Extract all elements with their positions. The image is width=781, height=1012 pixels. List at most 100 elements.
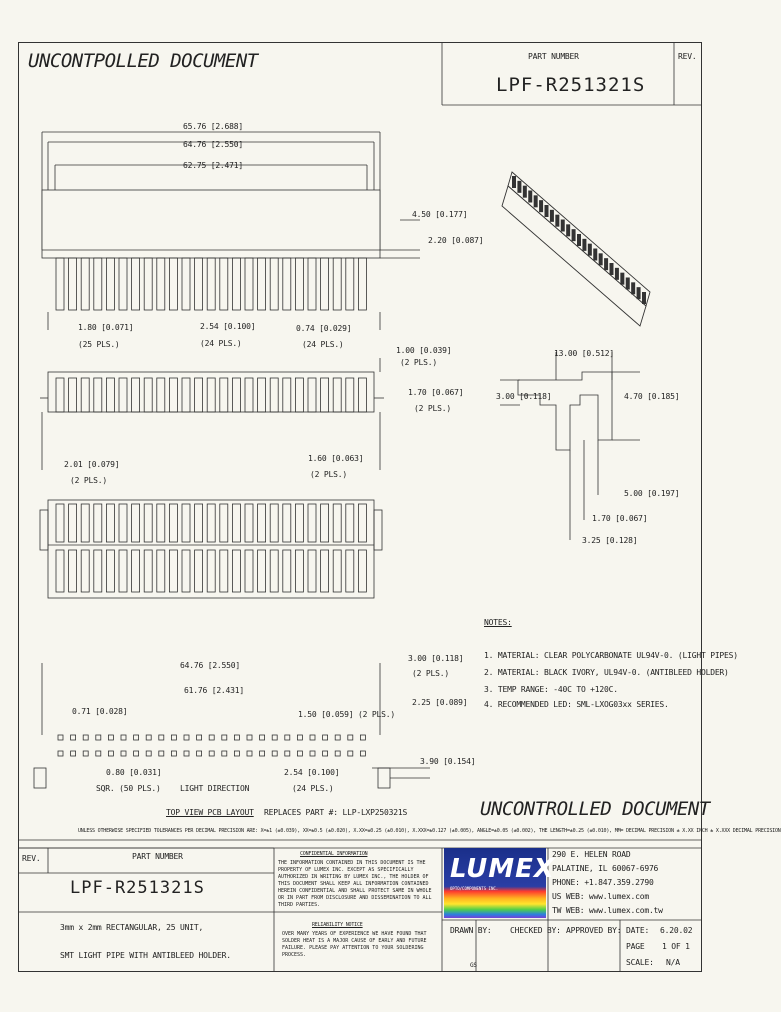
lumex-logo: LUMEX OPTO/COMPONENTS INC. [444, 848, 554, 918]
dim-front-side: 1.70 [0.067] [408, 388, 464, 397]
iso-light-pipe [544, 205, 549, 217]
light-pipe-lead [143, 257, 153, 311]
pcb-pad [170, 750, 177, 757]
light-pipe-fin [219, 503, 229, 543]
top-view-leads [55, 257, 367, 311]
bottom-view-fins [55, 503, 367, 593]
dim-front-tab-count: (2 PLS.) [70, 476, 107, 485]
pcb-pad [158, 750, 165, 757]
light-pipe-fin [168, 549, 178, 593]
light-direction-label: LIGHT DIRECTION [180, 784, 250, 793]
dim-pitch: 2.54 [0.100] [200, 322, 256, 331]
pcb-pad [158, 734, 165, 741]
confidential-text: THE INFORMATION CONTAINED IN THIS DOCUME… [278, 860, 432, 908]
light-pipe-fin [131, 549, 141, 593]
light-pipe-fin [231, 377, 241, 413]
replaces-part: REPLACES PART #: LLP-LXP250321S [264, 808, 408, 817]
pcb-pad [296, 750, 303, 757]
light-pipe-lead [181, 257, 191, 311]
light-pipe-fin [181, 549, 191, 593]
light-pipe-lead [68, 257, 77, 311]
pcb-pad [296, 734, 303, 741]
iso-light-pipe [555, 214, 560, 227]
light-pipe-fin [143, 549, 153, 593]
light-pipe-fin [320, 549, 330, 593]
iso-light-pipe [598, 253, 603, 266]
pcb-pad [82, 734, 89, 741]
light-pipe-fin [257, 549, 267, 593]
light-pipe-fin [118, 377, 128, 413]
pcb-pad [95, 750, 102, 757]
light-pipe-fin [345, 377, 355, 413]
light-pipe-fin [156, 503, 166, 543]
dim-front-foot: 1.60 [0.063] [308, 454, 364, 463]
light-pipe-lead [294, 257, 304, 311]
light-pipe-fin [168, 503, 178, 543]
address-line-2: PALATINE, IL 60067-6976 [552, 864, 659, 873]
pcb-pad [359, 734, 366, 741]
iso-light-pipe [577, 234, 581, 246]
iso-light-pipe [631, 282, 636, 295]
light-pipe-fin [143, 503, 153, 543]
dim-lead-width: 1.80 [0.071] [78, 323, 134, 332]
pcb-pad [108, 750, 114, 757]
light-pipe-fin [106, 503, 115, 543]
date-value: 6.20.02 [660, 926, 693, 935]
dim-front-top: 1.00 [0.039] [396, 346, 452, 355]
iso-light-pipe [533, 195, 538, 208]
light-pipe-fin [55, 377, 65, 413]
light-pipe-fin [269, 503, 279, 543]
light-pipe-fin [93, 377, 103, 413]
light-pipe-fin [80, 549, 90, 593]
light-pipe-fin [131, 503, 141, 543]
pcb-pad [82, 750, 89, 757]
dim-side-width: 13.00 [0.512] [554, 349, 615, 358]
dim-body-length: 64.76 [2.550] [183, 140, 244, 149]
light-pipe-fin [307, 549, 317, 593]
light-pipe-lead [257, 257, 267, 311]
notes-title: NOTES: [484, 618, 512, 627]
light-pipe-fin [357, 377, 367, 413]
dim-pcb-pad-offset-count: (2 PLS.) [412, 669, 449, 678]
pcb-pad [95, 734, 102, 741]
light-pipe-fin [156, 377, 166, 413]
pcb-pad [259, 734, 266, 741]
dim-inner-length: 62.75 [2.471] [183, 161, 244, 170]
pcb-pad [70, 734, 76, 741]
light-pipe-fin [55, 503, 65, 543]
pcb-pad [233, 750, 240, 757]
light-pipe-fin [307, 503, 317, 543]
dim-pcb-pad-gap: 0.71 [0.028] [72, 707, 128, 716]
dim-side-height: 3.00 [0.118] [496, 392, 552, 401]
tb-description-1: 3mm x 2mm RECTANGULAR, 25 UNIT, [60, 923, 204, 932]
pcb-pad [183, 734, 190, 741]
light-pipe-fin [181, 377, 191, 413]
iso-light-pipe [625, 277, 630, 290]
light-pipe-fin [194, 377, 204, 413]
iso-light-pipe [571, 229, 576, 242]
technical-drawing [18, 42, 702, 972]
dim-pcb-overall: 64.76 [2.550] [180, 661, 241, 670]
light-pipe-fin [156, 549, 166, 593]
light-pipe-fin [206, 503, 216, 543]
scale-value: N/A [666, 958, 680, 967]
dim-overall-length: 65.76 [2.688] [183, 122, 244, 131]
pcb-pad [334, 734, 341, 741]
dim-pcb-row-gap: 2.25 [0.089] [412, 698, 468, 707]
pcb-pad [221, 750, 228, 757]
address-line-1: 290 E. HELEN ROAD [552, 850, 631, 859]
part-number-label: PART NUMBER [528, 52, 579, 61]
light-pipe-fin [345, 503, 355, 543]
iso-light-pipe [566, 224, 571, 237]
reliability-title: RELIABILITY NOTICE [312, 922, 363, 928]
pcb-pad [259, 750, 266, 757]
rev-label: REV. [678, 52, 697, 61]
light-pipe-fin [118, 503, 128, 543]
light-pipe-fin [206, 377, 216, 413]
light-pipe-fin [294, 377, 304, 413]
iso-light-pipe [604, 258, 609, 271]
light-pipe-fin [269, 377, 279, 413]
light-pipe-fin [320, 503, 330, 543]
light-pipe-fin [219, 377, 229, 413]
dim-gap-count: (24 PLS.) [302, 340, 344, 349]
